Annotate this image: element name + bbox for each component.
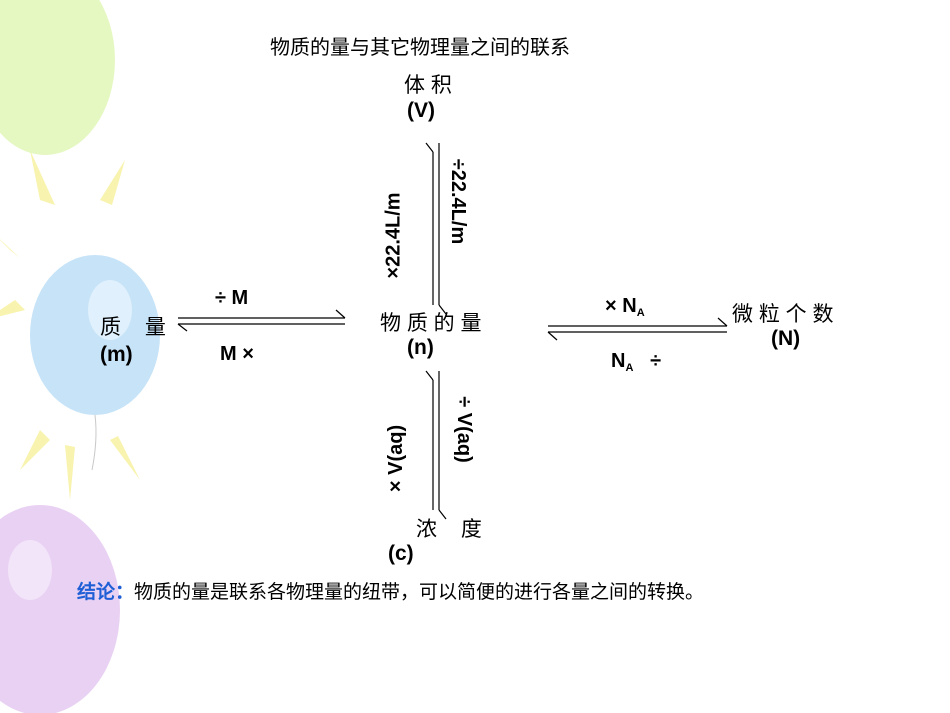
arrow-n-to-particles: [548, 317, 728, 327]
node-volume-symbol: (V): [407, 99, 435, 122]
diagram-title: 物质的量与其它物理量之间的联系: [270, 37, 570, 59]
label-n-to-particles: × NA: [605, 295, 645, 319]
arrow-n-to-mass: [177, 323, 345, 332]
arrow-mass-to-n: [178, 309, 346, 319]
node-concentration-symbol: (c): [388, 542, 414, 565]
node-particles-label: 微 粒 个 数: [732, 303, 834, 326]
sun-rays-decoration: [0, 150, 140, 500]
label-particles-to-n: NA ÷: [611, 350, 662, 374]
green-balloon-decoration: [0, 0, 115, 155]
label-mass-to-n: ÷ M: [215, 287, 249, 309]
node-center-symbol: (n): [407, 336, 434, 359]
conclusion-label: 结论：: [77, 582, 135, 603]
label-n-to-conc: ÷ V(aq): [452, 396, 475, 463]
arrow-particles-to-n: [547, 331, 727, 341]
arrow-n-to-volume: [425, 142, 434, 305]
node-volume-label: 体 积: [404, 74, 452, 97]
conclusion-text: 结论：物质的量是联系各物理量的纽带，可以简便的进行各量之间的转换。: [77, 582, 705, 603]
arrow-n-to-conc: [438, 371, 447, 520]
label-conc-to-n: × V(aq): [385, 424, 408, 493]
node-concentration-label: 浓 度: [416, 518, 482, 541]
label-n-to-mass: M ×: [220, 343, 254, 365]
arrow-conc-to-n: [425, 370, 434, 510]
node-mass-label: 质 量: [100, 316, 166, 339]
node-mass-symbol: (m): [100, 343, 133, 366]
node-center-label: 物 质 的 量: [380, 312, 482, 335]
arrow-volume-to-n: [438, 143, 447, 315]
label-n-to-volume: ×22.4L/m: [382, 192, 405, 279]
node-particles-symbol: (N): [771, 327, 801, 350]
label-volume-to-n: ÷22.4L/m: [447, 158, 470, 245]
